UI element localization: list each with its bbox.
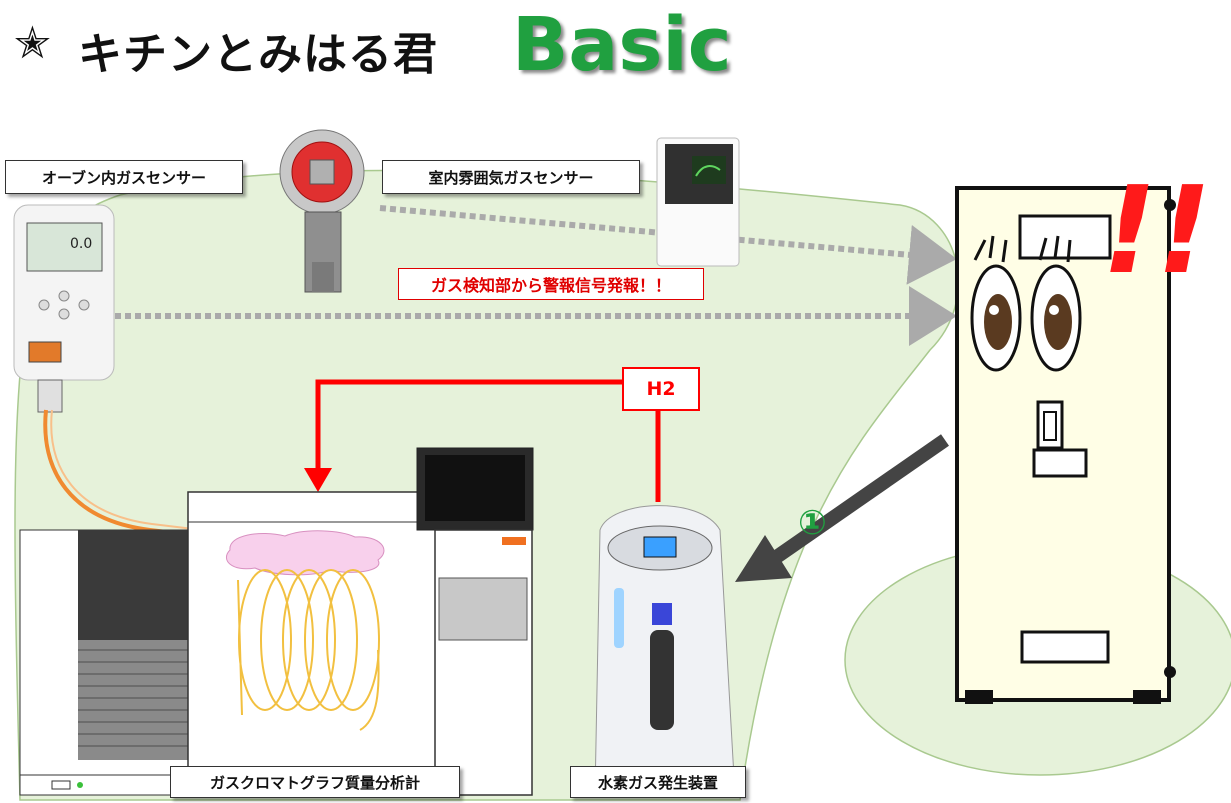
cabinet-character-icon <box>955 186 1176 704</box>
gas-sensor-head-icon <box>279 129 365 293</box>
h2-supply-line <box>315 379 661 502</box>
gas-monitor-icon <box>656 137 740 267</box>
gas-detector-icon: 0.0 <box>13 204 236 542</box>
room-sensor-label: 室内雰囲気ガスセンサー <box>382 160 640 194</box>
h2-label: H2 <box>622 367 700 411</box>
hydrogen-generator-icon <box>594 505 736 796</box>
star-icon: ✭ <box>14 18 51 69</box>
step-arrowhead <box>735 535 792 582</box>
h2-arrowhead <box>304 468 332 492</box>
page-title: キチンとみはる君 <box>78 29 438 80</box>
step-number: ① <box>798 503 827 543</box>
svg-text:0.0: 0.0 <box>70 236 92 252</box>
brand-label: Basic <box>512 2 732 88</box>
exclaim-mark: !! <box>1102 162 1211 301</box>
step-arrow <box>761 434 949 571</box>
gcms-label: ガスクロマトグラフ質量分析計 <box>170 766 460 798</box>
gc-ms-icon <box>19 447 534 798</box>
hydrogen-generator-label: 水素ガス発生装置 <box>570 766 746 798</box>
oven-sensor-label: オーブン内ガスセンサー <box>5 160 243 194</box>
alarm-label: ガス検知部から警報信号発報！！ <box>398 268 704 300</box>
